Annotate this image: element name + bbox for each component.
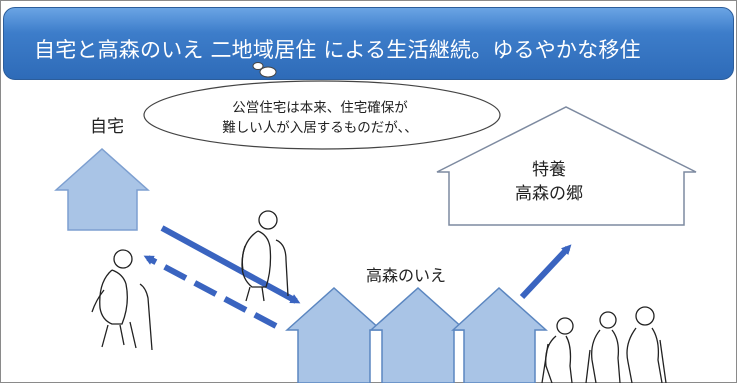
slide-title: 自宅と高森のいえ 二地域居住 による生活継続。ゆるやかな移住 bbox=[34, 38, 641, 62]
speech-bubble-line1: 公営住宅は本来、住宅確保が bbox=[232, 100, 408, 116]
title-bar: 自宅と高森のいえ 二地域居住 による生活継続。ゆるやかな移住 bbox=[3, 7, 734, 80]
elderly-person-cane-icon bbox=[241, 210, 289, 302]
elderly-person-icon bbox=[91, 249, 153, 351]
tokuyo-label: 特養 高森の郷 bbox=[515, 158, 583, 206]
arrow-tanomori-to-home-dashed bbox=[143, 255, 278, 329]
thought-bubble bbox=[143, 62, 501, 150]
elderly-group-icon bbox=[541, 306, 667, 383]
tokuyo-label-line2: 高森の郷 bbox=[515, 184, 583, 204]
arrow-to-tokuyo bbox=[519, 244, 572, 300]
tanomori-house-label: 高森のいえ bbox=[366, 266, 447, 285]
tokuyo-label-line1: 特養 bbox=[532, 160, 566, 180]
home-house-icon bbox=[54, 147, 150, 231]
home-label: 自宅 bbox=[90, 117, 124, 137]
arrow-home-to-tanomori bbox=[160, 225, 301, 304]
tanomori-houses-icon bbox=[285, 286, 548, 383]
speech-bubble-line2: 難しい人が入居するものだが、、 bbox=[222, 120, 418, 136]
tokuyo-house-icon bbox=[436, 106, 697, 226]
speech-bubble-text: 公営住宅は本来、住宅確保が 難しい人が入居するものだが、、 bbox=[190, 98, 450, 138]
